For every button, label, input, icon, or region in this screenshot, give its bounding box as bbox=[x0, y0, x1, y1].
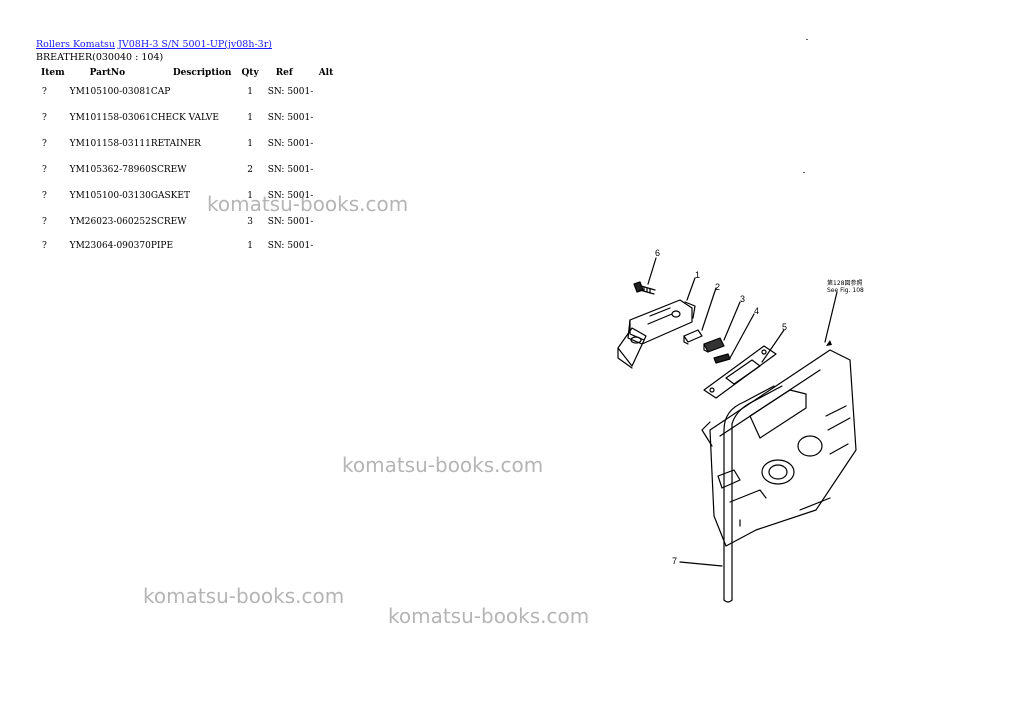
cell-qty: 1 bbox=[247, 191, 253, 201]
cell-qty: 3 bbox=[247, 217, 253, 227]
callout-label: 2 bbox=[715, 282, 720, 292]
stray-dot bbox=[806, 39, 808, 40]
cell-description: SCREW bbox=[150, 165, 187, 175]
callout-label: 4 bbox=[754, 306, 759, 316]
table-row: ? YM105100-03081 CAP 1 SN: 5001- bbox=[36, 79, 338, 105]
cell-partno: YM105100-03081 bbox=[69, 87, 151, 97]
retainer-part bbox=[703, 337, 725, 353]
screw-part bbox=[713, 353, 731, 364]
callout-label: 5 bbox=[782, 322, 787, 332]
parts-table: Item PartNo Description Qty Ref Alt ? YM… bbox=[36, 66, 338, 255]
parts-diagram: 6 1 2 3 4 5 7 第128図参照 See Fig. 108 bbox=[617, 248, 864, 603]
watermark: komatsu-books.com bbox=[388, 604, 590, 628]
cell-item: ? bbox=[42, 113, 47, 123]
cell-item: ? bbox=[42, 241, 47, 251]
watermark: komatsu-books.com bbox=[143, 584, 345, 608]
cell-partno: YM101158-03111 bbox=[69, 139, 151, 149]
cell-qty: 1 bbox=[247, 87, 253, 97]
cap-part bbox=[617, 299, 696, 369]
cell-ref: SN: 5001- bbox=[267, 241, 314, 251]
table-header-row: Item PartNo Description Qty Ref Alt bbox=[36, 66, 338, 79]
header-qty: Qty bbox=[241, 67, 259, 78]
table-row: ? YM105100-03130 GASKET 1 SN: 5001- bbox=[36, 183, 338, 209]
callout-label: 3 bbox=[740, 294, 745, 304]
cell-qty: 2 bbox=[247, 165, 253, 175]
table-row: ? YM105362-78960 SCREW 2 SN: 5001- bbox=[36, 157, 338, 183]
cell-ref: SN: 5001- bbox=[267, 217, 314, 227]
cell-alt bbox=[314, 157, 339, 183]
cell-item: ? bbox=[42, 217, 47, 227]
cell-description: SCREW bbox=[150, 217, 187, 227]
breadcrumb: Rollers Komatsu JV08H-3 S/N 5001-UP(jv08… bbox=[36, 39, 272, 50]
header-description: Description bbox=[172, 67, 232, 78]
cell-qty: 1 bbox=[247, 241, 253, 251]
breadcrumb-link-rollers[interactable]: Rollers Komatsu bbox=[36, 39, 116, 50]
table-row: ? YM26023-060252 SCREW 3 SN: 5001- bbox=[36, 209, 338, 235]
cell-ref: SN: 5001- bbox=[267, 191, 314, 201]
watermark: komatsu-books.com bbox=[342, 453, 544, 477]
cell-ref: SN: 5001- bbox=[267, 87, 314, 97]
cell-ref: SN: 5001- bbox=[267, 139, 314, 149]
reference-note: 第128図参照 bbox=[827, 279, 862, 287]
screw-part bbox=[633, 281, 656, 295]
cell-ref: SN: 5001- bbox=[267, 113, 314, 123]
gasket-part bbox=[703, 345, 777, 399]
cell-item: ? bbox=[42, 191, 47, 201]
table-row: ? YM101158-03061 CHECK VALVE 1 SN: 5001- bbox=[36, 105, 338, 131]
cell-alt bbox=[314, 79, 339, 105]
cell-description: GASKET bbox=[150, 191, 190, 201]
table-row: ? YM101158-03111 RETAINER 1 SN: 5001- bbox=[36, 131, 338, 157]
cell-alt bbox=[314, 131, 339, 157]
page-subtitle: BREATHER(030040 : 104) bbox=[36, 52, 164, 63]
header-alt: Alt bbox=[318, 67, 334, 78]
header-partno: PartNo bbox=[89, 67, 126, 78]
cell-item: ? bbox=[42, 87, 47, 97]
breadcrumb-link-model[interactable]: JV08H-3 S/N 5001-UP(jv08h-3r) bbox=[118, 39, 272, 50]
cell-partno: YM105362-78960 bbox=[69, 165, 151, 175]
cell-description: RETAINER bbox=[150, 139, 201, 149]
cell-qty: 1 bbox=[247, 113, 253, 123]
cell-description: CHECK VALVE bbox=[150, 113, 219, 123]
stray-dot bbox=[803, 172, 805, 173]
cell-alt bbox=[314, 105, 339, 131]
cell-qty: 1 bbox=[247, 139, 253, 149]
table-row: ? YM23064-090370 PIPE 1 SN: 5001- bbox=[36, 235, 338, 255]
watermark: komatsu-books.com bbox=[207, 192, 409, 216]
cell-item: ? bbox=[42, 165, 47, 175]
cell-ref: SN: 5001- bbox=[267, 165, 314, 175]
cell-partno: YM26023-060252 bbox=[69, 217, 151, 227]
header-ref: Ref bbox=[275, 67, 293, 78]
callout-label: 1 bbox=[695, 270, 700, 280]
reference-note: See Fig. 108 bbox=[827, 287, 864, 294]
callout-label: 6 bbox=[655, 248, 660, 258]
cell-partno: YM101158-03061 bbox=[69, 113, 151, 123]
header-item: Item bbox=[41, 67, 65, 78]
cell-description: PIPE bbox=[150, 241, 174, 251]
cell-partno: YM105100-03130 bbox=[69, 191, 151, 201]
callout-label: 7 bbox=[672, 556, 677, 566]
cell-alt bbox=[314, 235, 339, 255]
pipe-part bbox=[723, 385, 783, 603]
cell-partno: YM23064-090370 bbox=[69, 241, 151, 251]
engine-housing bbox=[701, 349, 857, 547]
cell-item: ? bbox=[42, 139, 47, 149]
check-valve-part bbox=[683, 329, 703, 345]
cell-description: CAP bbox=[150, 87, 171, 97]
